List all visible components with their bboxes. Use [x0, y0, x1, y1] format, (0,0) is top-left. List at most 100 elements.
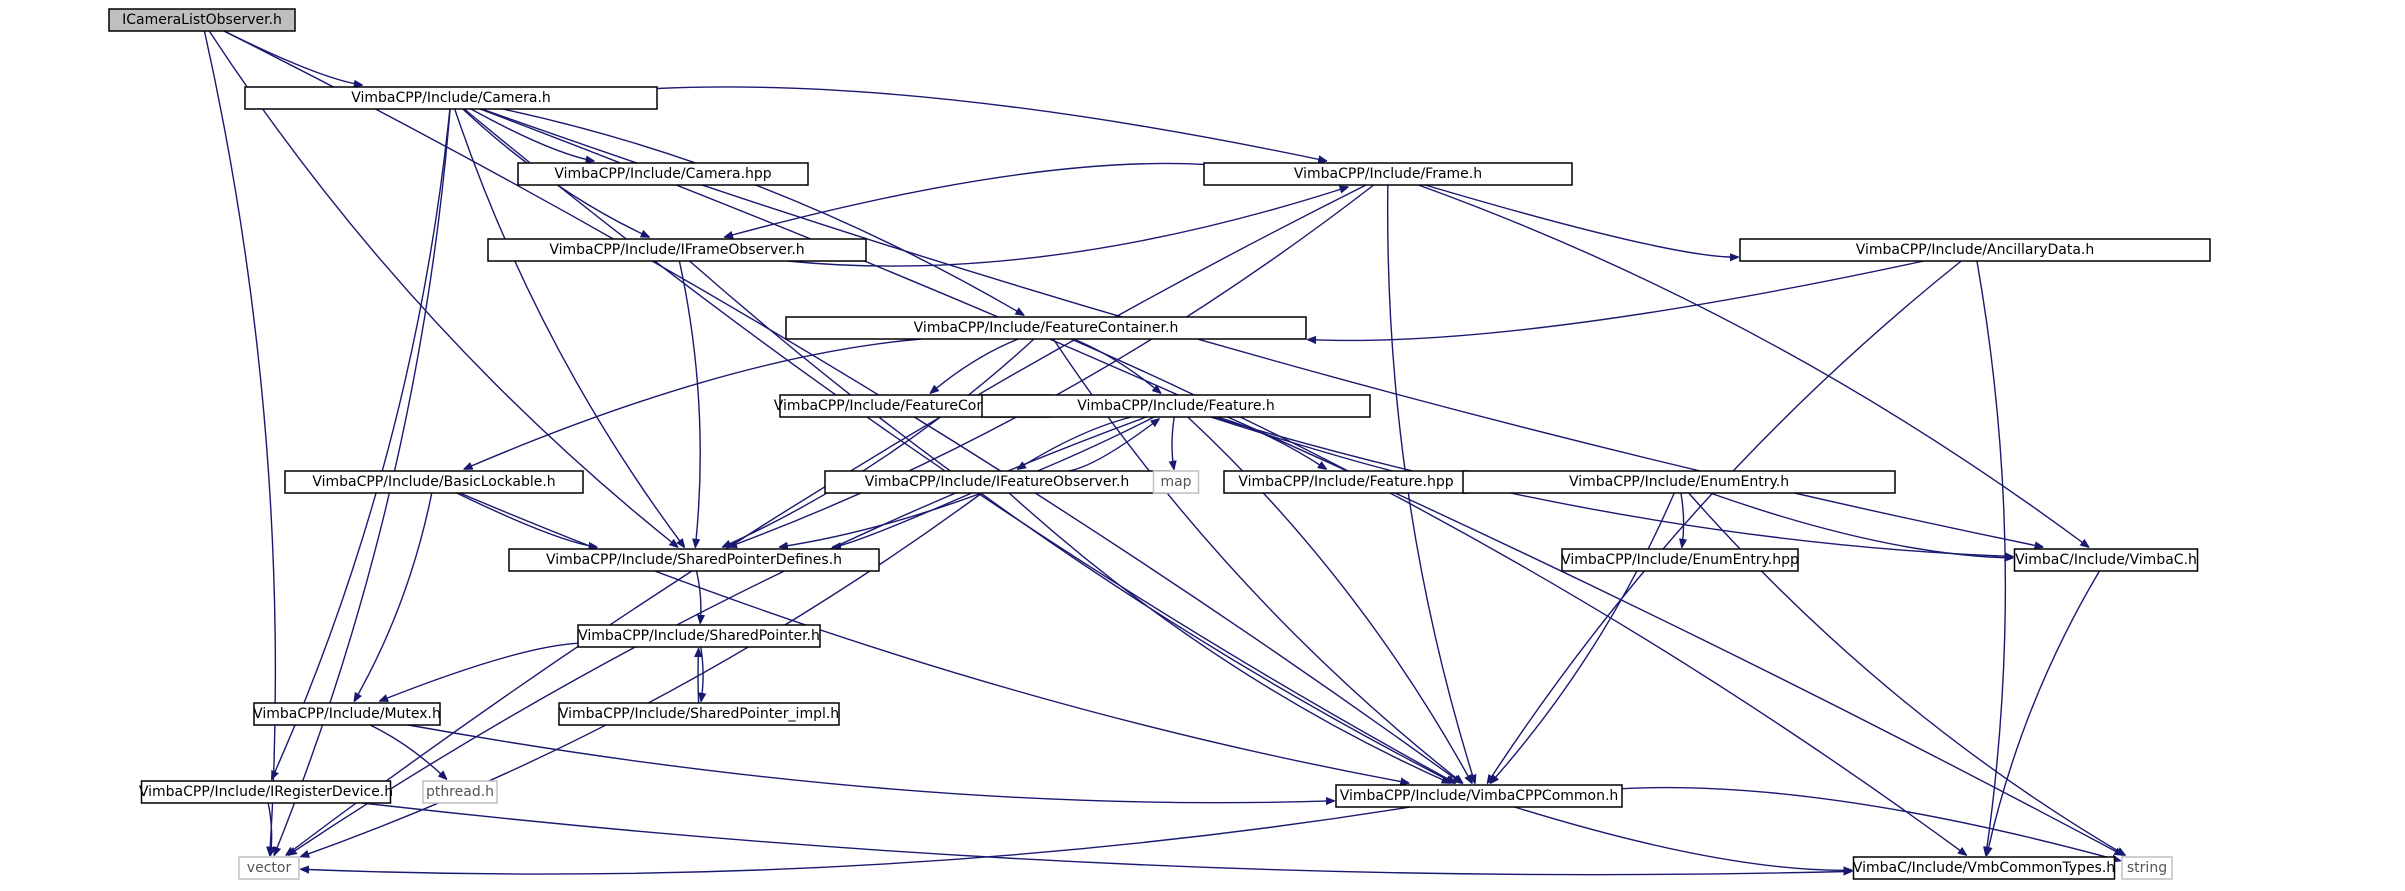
node-box-vimbacpp-include-enumentry-hpp — [1561, 548, 1799, 572]
node-vimbacpp-include-camera-h[interactable]: VimbaCPP/Include/Camera.h — [244, 86, 658, 110]
node-vimbacpp-include-ifeatureobserver-h[interactable]: VimbaCPP/Include/IFeatureObserver.h — [824, 470, 1170, 494]
edge-vimbacpp-include-ifeatureobserver-h-to-vimbacpp-include-feature-h — [1068, 419, 1159, 472]
node-box-vimbacpp-include-vimbacppcommon-h — [1335, 784, 1623, 808]
node-box-vimbacpp-include-sharedpointer-h — [577, 624, 821, 648]
edge-vimbacpp-include-sharedpointer-h-to-vimbacpp-include-mutex-h — [380, 642, 579, 701]
node-label-vimbacpp-include-ancillarydata-h: VimbaCPP/Include/AncillaryData.h — [1856, 242, 2095, 258]
node-label-vimbacpp-include-enumentry-h: VimbaCPP/Include/EnumEntry.h — [1569, 474, 1789, 490]
edge-vimbacpp-include-feature-h-to-vector — [288, 416, 1147, 855]
node-label-vimbacpp-include-iregisterdevice-h: VimbaCPP/Include/IRegisterDevice.h — [139, 784, 393, 800]
node-vimbacpp-include-ancillarydata-h[interactable]: VimbaCPP/Include/AncillaryData.h — [1739, 238, 2211, 262]
node-vimbac-include-vimbac-h[interactable]: VimbaC/Include/VimbaC.h — [2013, 548, 2199, 572]
edge-vimbacpp-include-sharedpointer-impl-h-to-vimbacpp-include-sharedpointer-h — [698, 649, 699, 704]
edge-vimbacpp-include-iregisterdevice-h-to-vector — [268, 802, 271, 855]
node-vimbacpp-include-mutex-h[interactable]: VimbaCPP/Include/Mutex.h — [253, 702, 441, 726]
edge-vimbacpp-include-iframeobserver-h-to-vimbacpp-include-frame-h — [787, 187, 1347, 267]
node-label-vimbacpp-include-camera-hpp: VimbaCPP/Include/Camera.hpp — [554, 166, 771, 182]
node-vimbacpp-include-iregisterdevice-h[interactable]: VimbaCPP/Include/IRegisterDevice.h — [139, 780, 393, 804]
node-vimbac-include-vmbcommontypes-h[interactable]: VimbaC/Include/VmbCommonTypes.h — [1852, 856, 2116, 880]
node-label-pthread-h: pthread.h — [426, 784, 494, 800]
node-label-vimbacpp-include-feature-h: VimbaCPP/Include/Feature.h — [1077, 398, 1275, 414]
edge-vimbacpp-include-vimbacppcommon-h-to-vector — [301, 806, 1411, 875]
node-vimbacpp-include-vimbacppcommon-h[interactable]: VimbaCPP/Include/VimbaCPPCommon.h — [1335, 784, 1623, 808]
node-vimbacpp-include-feature-h[interactable]: VimbaCPP/Include/Feature.h — [981, 394, 1371, 418]
node-layer: ICameraListObserver.hVimbaCPP/Include/Ca… — [108, 8, 2211, 880]
edge-icameralistobserver-h-to-vector — [203, 30, 277, 855]
node-label-vimbacpp-include-featurecontainer-h: VimbaCPP/Include/FeatureContainer.h — [914, 320, 1179, 336]
node-vimbacpp-include-enumentry-h[interactable]: VimbaCPP/Include/EnumEntry.h — [1462, 470, 1896, 494]
node-vimbacpp-include-sharedpointer-impl-h[interactable]: VimbaCPP/Include/SharedPointer_impl.h — [558, 702, 840, 726]
node-box-vimbac-include-vimbac-h — [2013, 548, 2199, 572]
node-vimbacpp-include-sharedpointerdefines-h[interactable]: VimbaCPP/Include/SharedPointerDefines.h — [508, 548, 880, 572]
edge-vimbacpp-include-vimbacppcommon-h-to-vimbac-include-vmbcommontypes-h — [1514, 806, 1852, 870]
node-label-vimbacpp-include-mutex-h: VimbaCPP/Include/Mutex.h — [253, 706, 441, 722]
edge-vimbacpp-include-iregisterdevice-h-to-vimbac-include-vmbcommontypes-h — [362, 802, 1851, 875]
edge-vimbacpp-include-ifeatureobserver-h-to-vector — [301, 492, 983, 857]
node-label-vimbacpp-include-vimbacppcommon-h: VimbaCPP/Include/VimbaCPPCommon.h — [1340, 788, 1619, 804]
node-vimbacpp-include-enumentry-hpp[interactable]: VimbaCPP/Include/EnumEntry.hpp — [1561, 548, 1799, 572]
edge-vimbacpp-include-mutex-h-to-vimbacpp-include-vimbacppcommon-h — [408, 724, 1334, 803]
node-box-vimbacpp-include-camera-h — [244, 86, 658, 110]
node-icameralistobserver-h[interactable]: ICameraListObserver.h — [108, 8, 296, 32]
node-label-icameralistobserver-h: ICameraListObserver.h — [122, 12, 282, 28]
node-pthread-h: pthread.h — [422, 780, 498, 804]
node-box-vimbacpp-include-enumentry-h — [1462, 470, 1896, 494]
edge-vimbacpp-include-camera-h-to-vimbac-include-vimbac-h — [481, 108, 2043, 547]
edge-vimbacpp-include-enumentry-h-to-vimbacpp-include-vimbacppcommon-h — [1491, 492, 1675, 783]
node-box-vimbac-include-vmbcommontypes-h — [1852, 856, 2116, 880]
node-box-icameralistobserver-h — [108, 8, 296, 32]
edge-vimbacpp-include-enumentry-h-to-vimbacpp-include-enumentry-hpp — [1681, 492, 1684, 547]
node-vimbacpp-include-basiclockable-h[interactable]: VimbaCPP/Include/BasicLockable.h — [284, 470, 584, 494]
edge-vimbacpp-include-featurecontainer-h-to-vimbacpp-include-sharedpointerdefines-h — [723, 338, 1035, 547]
node-label-vector: vector — [247, 860, 292, 876]
node-label-vimbacpp-include-camera-h: VimbaCPP/Include/Camera.h — [351, 90, 551, 106]
node-vimbacpp-include-sharedpointer-h[interactable]: VimbaCPP/Include/SharedPointer.h — [577, 624, 821, 648]
node-label-vimbacpp-include-sharedpointerdefines-h: VimbaCPP/Include/SharedPointerDefines.h — [546, 552, 842, 568]
node-vector: vector — [238, 856, 300, 880]
node-label-vimbacpp-include-sharedpointer-h: VimbaCPP/Include/SharedPointer.h — [578, 628, 820, 644]
node-box-vimbacpp-include-mutex-h — [253, 702, 441, 726]
edge-vimbacpp-include-sharedpointerdefines-h-to-vimbacpp-include-sharedpointer-h — [695, 570, 701, 623]
edge-vimbacpp-include-frame-h-to-vimbacpp-include-iframeobserver-h — [725, 162, 1205, 237]
edge-vimbacpp-include-iframeobserver-h-to-vimbacpp-include-vimbacppcommon-h — [689, 260, 1454, 783]
node-box-vimbacpp-include-camera-hpp — [517, 162, 809, 186]
node-box-pthread-h — [422, 780, 498, 804]
edge-vimbacpp-include-feature-h-to-vimbacpp-include-sharedpointerdefines-h — [780, 416, 1155, 547]
node-label-vimbacpp-include-frame-h: VimbaCPP/Include/Frame.h — [1294, 166, 1482, 182]
edge-vimbacpp-include-feature-h-to-map — [1172, 416, 1174, 469]
edge-vimbacpp-include-ifeatureobserver-h-to-vimbacpp-include-sharedpointerdefines-h — [833, 492, 973, 547]
node-vimbacpp-include-camera-hpp[interactable]: VimbaCPP/Include/Camera.hpp — [517, 162, 809, 186]
node-string: string — [2121, 856, 2173, 880]
node-vimbacpp-include-iframeobserver-h[interactable]: VimbaCPP/Include/IFrameObserver.h — [487, 238, 867, 262]
edge-vimbacpp-include-frame-h-to-vector — [286, 184, 1367, 855]
edge-vimbacpp-include-frame-h-to-vimbacpp-include-ancillarydata-h — [1425, 184, 1738, 257]
edge-vimbacpp-include-ancillarydata-h-to-vimbacpp-include-featurecontainer-h — [1308, 260, 1924, 340]
edge-vimbacpp-include-featurecontainer-h-to-vimbacpp-include-featurecontainer-hpp — [931, 338, 1019, 393]
edge-vimbacpp-include-camera-h-to-vimbacpp-include-frame-h — [656, 86, 1326, 161]
node-box-vimbacpp-include-iregisterdevice-h — [140, 780, 392, 804]
edge-vimbacpp-include-feature-h-to-vimbac-include-vimbac-h — [1212, 416, 2013, 556]
node-box-vimbacpp-include-ancillarydata-h — [1739, 238, 2211, 262]
node-box-vimbacpp-include-feature-h — [981, 394, 1371, 418]
node-box-vimbacpp-include-sharedpointerdefines-h — [508, 548, 880, 572]
node-label-vimbacpp-include-feature-hpp: VimbaCPP/Include/Feature.hpp — [1238, 474, 1453, 490]
node-box-vector — [238, 856, 300, 880]
edge-vimbacpp-include-iframeobserver-h-to-vimbacpp-include-sharedpointerdefines-h — [678, 260, 701, 547]
edge-vimbacpp-include-ancillarydata-h-to-vimbacpp-include-vimbacppcommon-h — [1487, 260, 1962, 783]
node-vimbacpp-include-featurecontainer-h[interactable]: VimbaCPP/Include/FeatureContainer.h — [785, 316, 1307, 340]
edge-vimbacpp-include-camera-h-to-vimbacpp-include-featurecontainer-h — [502, 108, 1024, 315]
node-box-string — [2121, 856, 2173, 880]
node-label-vimbacpp-include-sharedpointer-impl-h: VimbaCPP/Include/SharedPointer_impl.h — [559, 706, 839, 722]
node-box-vimbacpp-include-basiclockable-h — [284, 470, 584, 494]
edge-vimbac-include-vimbac-h-to-vimbac-include-vmbcommontypes-h — [1987, 570, 2101, 855]
edge-vimbacpp-include-vimbacppcommon-h-to-string — [1621, 786, 2120, 861]
edge-vimbacpp-include-mutex-h-to-pthread-h — [369, 724, 446, 779]
node-vimbacpp-include-feature-hpp[interactable]: VimbaCPP/Include/Feature.hpp — [1223, 470, 1469, 494]
node-box-vimbacpp-include-frame-h — [1203, 162, 1573, 186]
edge-vimbacpp-include-frame-h-to-vimbacpp-include-sharedpointerdefines-h — [729, 184, 1375, 547]
node-vimbacpp-include-frame-h[interactable]: VimbaCPP/Include/Frame.h — [1203, 162, 1573, 186]
edge-vimbacpp-include-feature-h-to-vimbacpp-include-vimbacppcommon-h — [1187, 416, 1472, 783]
node-label-map: map — [1160, 474, 1191, 490]
node-label-string: string — [2127, 860, 2167, 876]
